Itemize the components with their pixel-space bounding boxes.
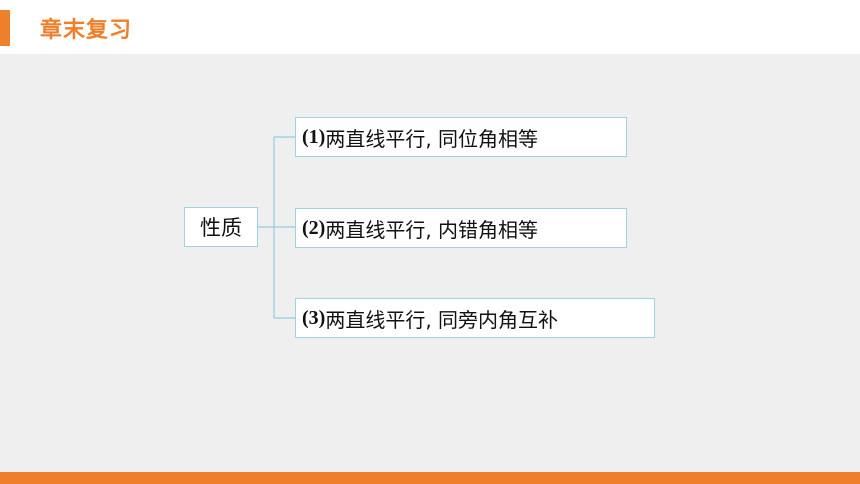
branch-node-2-number: (2) xyxy=(302,216,326,239)
header-accent-bar xyxy=(0,10,10,46)
branch-node-3: (3) 两直线平行, 同旁内角互补 xyxy=(295,298,655,338)
branch-node-3-number: (3) xyxy=(302,306,326,329)
footer-accent-bar xyxy=(0,472,860,484)
branch-node-2: (2) 两直线平行, 内错角相等 xyxy=(295,208,627,248)
branch-node-2-text: 两直线平行, 内错角相等 xyxy=(325,217,539,242)
diagram-root-node: 性质 xyxy=(184,207,258,247)
branch-node-1: (1) 两直线平行, 同位角相等 xyxy=(295,117,627,157)
page-title: 章末复习 xyxy=(40,18,133,43)
branch-node-1-number: (1) xyxy=(302,125,326,148)
branch-node-3-text: 两直线平行, 同旁内角互补 xyxy=(325,307,559,332)
branch-node-1-text: 两直线平行, 同位角相等 xyxy=(325,126,539,151)
